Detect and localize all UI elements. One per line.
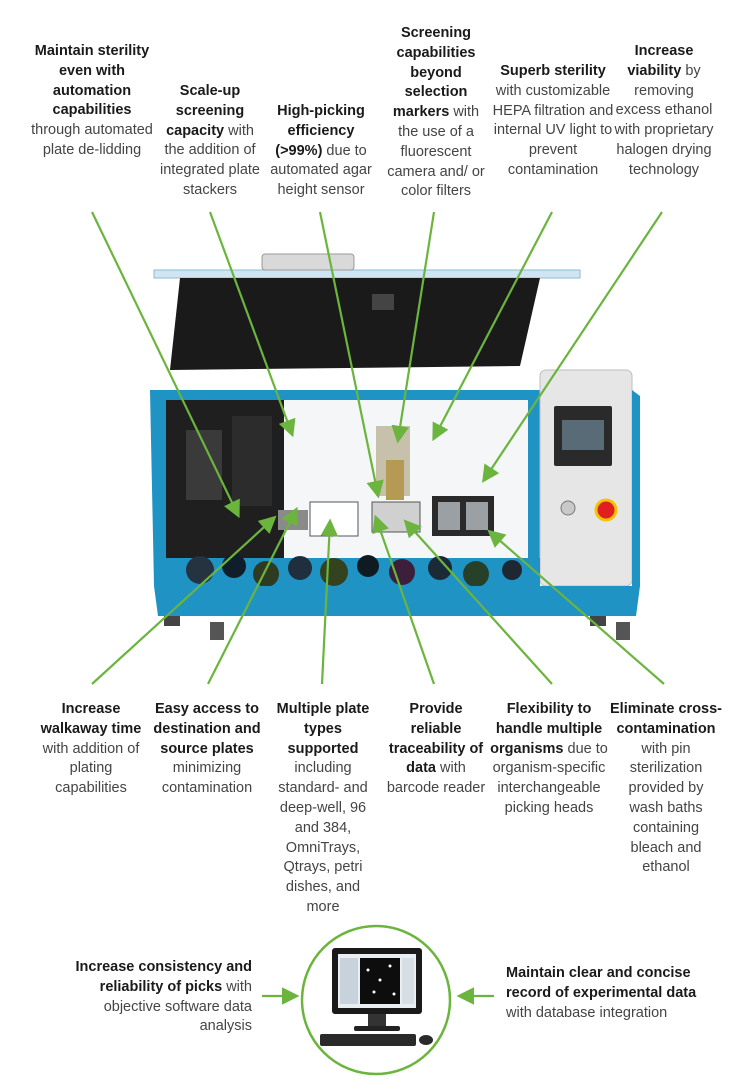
colony-picker-machine: MOLECULAR DEVICES [150, 253, 640, 640]
monitor-base [354, 1026, 400, 1031]
colony-circle [428, 556, 452, 580]
label-walkaway: Increase walkaway time with addition of … [40, 701, 142, 797]
monitor-stand [368, 1014, 386, 1026]
wash-bath-slot-1 [438, 502, 460, 530]
picking-pins [386, 460, 404, 500]
lid-handle [261, 253, 355, 271]
colony-circle [253, 561, 279, 587]
lid-glass [153, 269, 581, 279]
colony-circle [222, 554, 246, 578]
screen-panel [402, 958, 414, 1004]
label-viability: Increase viability by removing excess et… [614, 43, 714, 178]
body-blue-right [632, 390, 640, 586]
label-consistency: Increase consistency and reliability of … [75, 959, 253, 1035]
label-traceability: Provide reliable traceability of data wi… [386, 701, 486, 797]
foot [164, 616, 180, 626]
barcode-reader [278, 510, 308, 530]
mouse [419, 1035, 433, 1045]
label-crosscontam: Eliminate cross-contamination with pin s… [610, 701, 723, 876]
stacker-unit [186, 430, 222, 500]
power-button [560, 500, 576, 516]
label-record: Maintain clear and concise record of exp… [506, 965, 697, 1021]
screen-sidebar [340, 958, 358, 1004]
control-panel [539, 369, 633, 587]
lid-camera-mount [372, 294, 394, 310]
label-sterility: Maintain sterility even with automation … [31, 43, 153, 158]
colony-circle [357, 555, 379, 577]
label-multiplate: Multiple plate types supported including… [276, 701, 370, 915]
colony-circle [502, 560, 522, 580]
colony-circle [463, 561, 489, 587]
colony-circle [288, 556, 312, 580]
label-picking: High-picking efficiency (>99%) due to au… [270, 103, 372, 199]
svg-text:DEVICES: DEVICES [530, 627, 561, 634]
label-screening: Screening capabilities beyond selection … [387, 25, 485, 200]
emergency-stop-button [594, 498, 618, 522]
colony-circle [320, 558, 348, 586]
label-access: Easy access to destination and source pl… [153, 701, 261, 797]
keyboard [320, 1034, 416, 1046]
foot [210, 622, 224, 640]
plate-center [371, 501, 421, 533]
wash-bath-slot-2 [466, 502, 488, 530]
brand-logo: MOLECULAR DEVICES [512, 616, 575, 634]
label-superb: Superb sterility with customizable HEPA … [492, 63, 614, 178]
touchscreen-display [562, 420, 604, 450]
foot [616, 622, 630, 640]
plate-left [309, 501, 359, 537]
foot [590, 616, 606, 626]
colony-circle [186, 556, 214, 584]
svg-text:MOLECULAR: MOLECULAR [530, 619, 575, 626]
colony-circle [389, 559, 415, 585]
lid-black-panel [170, 278, 540, 370]
stacker-unit-2 [232, 416, 272, 506]
label-flexibility: Flexibility to handle multiple organisms… [490, 701, 608, 816]
software-monitor-circle [300, 924, 452, 1076]
label-scaleup: Scale-up screening capacity with the add… [160, 83, 260, 198]
body-lower [154, 586, 640, 616]
